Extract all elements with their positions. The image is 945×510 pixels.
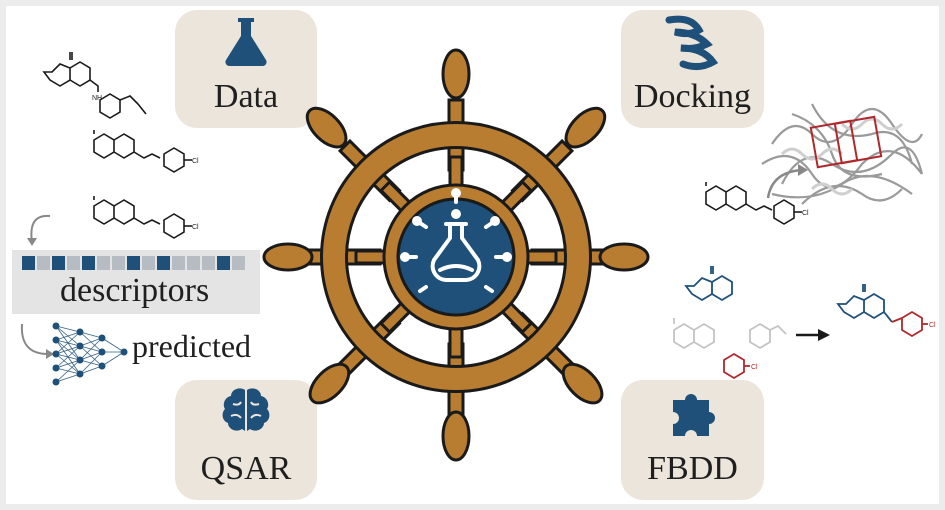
svg-text:Cl: Cl (192, 224, 199, 231)
descriptor-cell (232, 256, 245, 270)
descriptor-cell (202, 256, 215, 270)
molecule-structure-3: Cl (93, 196, 199, 239)
descriptor-panel: descriptors (12, 250, 260, 314)
descriptor-cell (172, 256, 185, 270)
predicted-label: predicted (132, 328, 252, 364)
qsar-label: QSAR (200, 450, 292, 487)
svg-text:NH: NH (92, 95, 102, 102)
descriptors-label: descriptors (60, 272, 210, 309)
grey-fragment-1 (673, 318, 715, 350)
qsar-card: QSAR (175, 380, 317, 500)
grown-compound-structure: Cl (836, 284, 936, 338)
arrow-to-network (20, 323, 54, 359)
docking-card: Docking (621, 10, 764, 128)
red-fragment: Cl (723, 352, 758, 380)
descriptor-cell (187, 256, 200, 270)
neural-network-icon (52, 322, 128, 386)
svg-text:Cl: Cl (192, 158, 199, 165)
descriptor-cell (52, 256, 65, 270)
svg-text:Cl: Cl (929, 322, 936, 329)
core-fragment (684, 266, 733, 302)
descriptor-cell (142, 256, 155, 270)
descriptor-cell (22, 256, 35, 270)
arrow-to-grown-compound (796, 329, 830, 341)
grey-fragment-2 (749, 322, 787, 350)
docked-ligand-structure: Cl (705, 182, 809, 225)
docking-label: Docking (633, 78, 752, 115)
data-label: Data (213, 78, 279, 115)
svg-text:Cl: Cl (751, 364, 758, 371)
protein-helix-icon (665, 15, 719, 71)
fbdd-card: FBDD (621, 380, 764, 500)
descriptor-bar (22, 256, 245, 270)
descriptor-cell (112, 256, 125, 270)
protein-structure (761, 103, 924, 205)
fbdd-label: FBDD (647, 450, 738, 487)
descriptor-cell (157, 256, 170, 270)
figure-canvas: Data Docking QSAR FBDD (6, 6, 939, 504)
molecule-structure-1: NH (42, 52, 147, 119)
descriptor-cell (127, 256, 140, 270)
descriptor-cell (67, 256, 80, 270)
svg-text:Cl: Cl (802, 210, 809, 217)
descriptor-cell (37, 256, 50, 270)
molecule-flask-icon (400, 188, 512, 293)
descriptor-cell (82, 256, 95, 270)
molecule-structure-2: Cl (93, 130, 199, 173)
arrow-to-descriptors (27, 214, 51, 246)
flask-icon (225, 18, 267, 67)
descriptor-cell (97, 256, 110, 270)
descriptor-cell (217, 256, 230, 270)
arrow-to-protein (766, 164, 808, 199)
puzzle-piece-icon (673, 394, 715, 436)
brain-icon (222, 388, 270, 431)
data-card: Data (175, 10, 317, 128)
ship-wheel (262, 48, 650, 462)
